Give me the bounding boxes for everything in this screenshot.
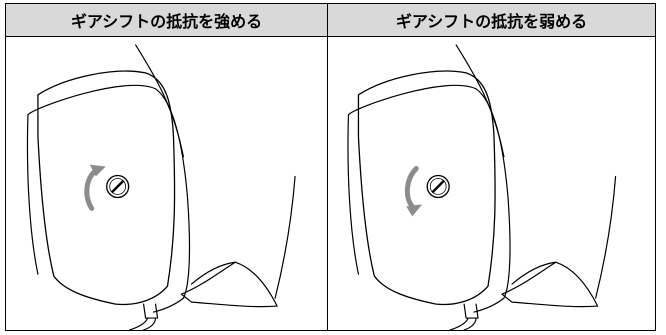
- illustration-increase-resistance: [6, 37, 328, 330]
- housing-left-edge: [347, 114, 360, 275]
- clockwise-arrow: [84, 168, 99, 211]
- housing-outer-edge: [347, 84, 511, 313]
- base-shoe: [180, 261, 278, 308]
- tail-line: [595, 175, 617, 299]
- counterclockwise-arrow: [404, 166, 419, 209]
- base-inner-curve: [190, 261, 236, 285]
- header-increase-resistance: ギアシフトの抵抗を強める: [6, 4, 328, 37]
- cable: [129, 317, 157, 330]
- illustration-decrease-resistance: [328, 37, 655, 330]
- cover-panel: [357, 70, 496, 306]
- shifter-diagram-decrease: [347, 44, 617, 330]
- cover-panel: [37, 70, 176, 306]
- housing-top-ridge: [135, 44, 185, 158]
- base-inner-curve: [511, 261, 557, 285]
- tail-line: [274, 175, 296, 299]
- housing-left-edge: [26, 114, 39, 275]
- housing-outer-edge: [27, 84, 191, 313]
- header-decrease-resistance: ギアシフトの抵抗を弱める: [328, 4, 655, 37]
- cable: [449, 317, 477, 330]
- base-shoe: [501, 261, 599, 308]
- adjuster-screw: [106, 174, 130, 199]
- counterclockwise-arrowhead: [406, 204, 423, 217]
- adjuster-screw: [426, 174, 450, 199]
- housing-top-ridge: [455, 44, 505, 158]
- clockwise-arrowhead: [89, 164, 106, 177]
- shifter-diagram-increase: [26, 44, 296, 330]
- instruction-table: ギアシフトの抵抗を強める ギアシフトの抵抗を弱める: [5, 3, 656, 331]
